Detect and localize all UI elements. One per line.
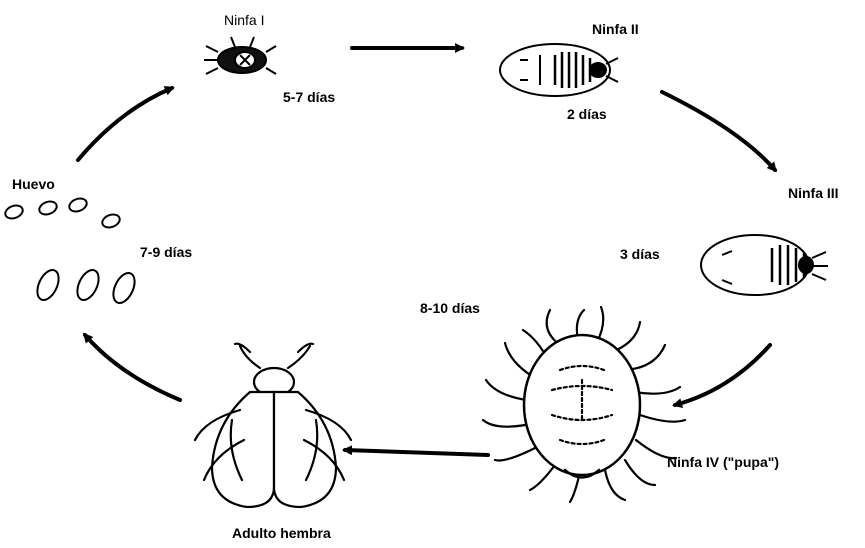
arrow-ninfa4-to-adulto <box>345 450 488 455</box>
ninfa3-duration: 3 días <box>620 246 660 262</box>
ninfa2-duration: 2 días <box>567 106 607 122</box>
ninfa3-label: Ninfa III <box>788 185 839 201</box>
ninfa4-label: Ninfa IV ("pupa") <box>667 454 779 470</box>
ninfa1-label: Ninfa I <box>224 12 264 28</box>
ninfa1-duration: 5-7 días <box>283 89 335 105</box>
ninfa2-illustration <box>500 44 618 96</box>
ninfa3-illustration <box>701 235 828 295</box>
adulto-hembra-label: Adulto hembra <box>232 525 331 541</box>
arrow-adulto-to-huevo <box>85 335 180 400</box>
ninfa4-illustration <box>483 307 685 502</box>
adulto-hembra-illustration <box>195 344 351 507</box>
arrow-ninfa2-to-ninfa3 <box>662 92 775 170</box>
arrow-huevo-to-ninfa1 <box>78 88 172 160</box>
huevo-duration: 7-9 días <box>140 244 192 260</box>
ninfa4-duration: 8-10 días <box>420 300 480 316</box>
huevo-label: Huevo <box>12 176 55 192</box>
arrow-ninfa3-to-ninfa4 <box>675 345 770 405</box>
ninfa1-illustration <box>204 37 276 74</box>
huevo-illustration <box>3 196 138 306</box>
ninfa2-label: Ninfa II <box>592 21 639 37</box>
